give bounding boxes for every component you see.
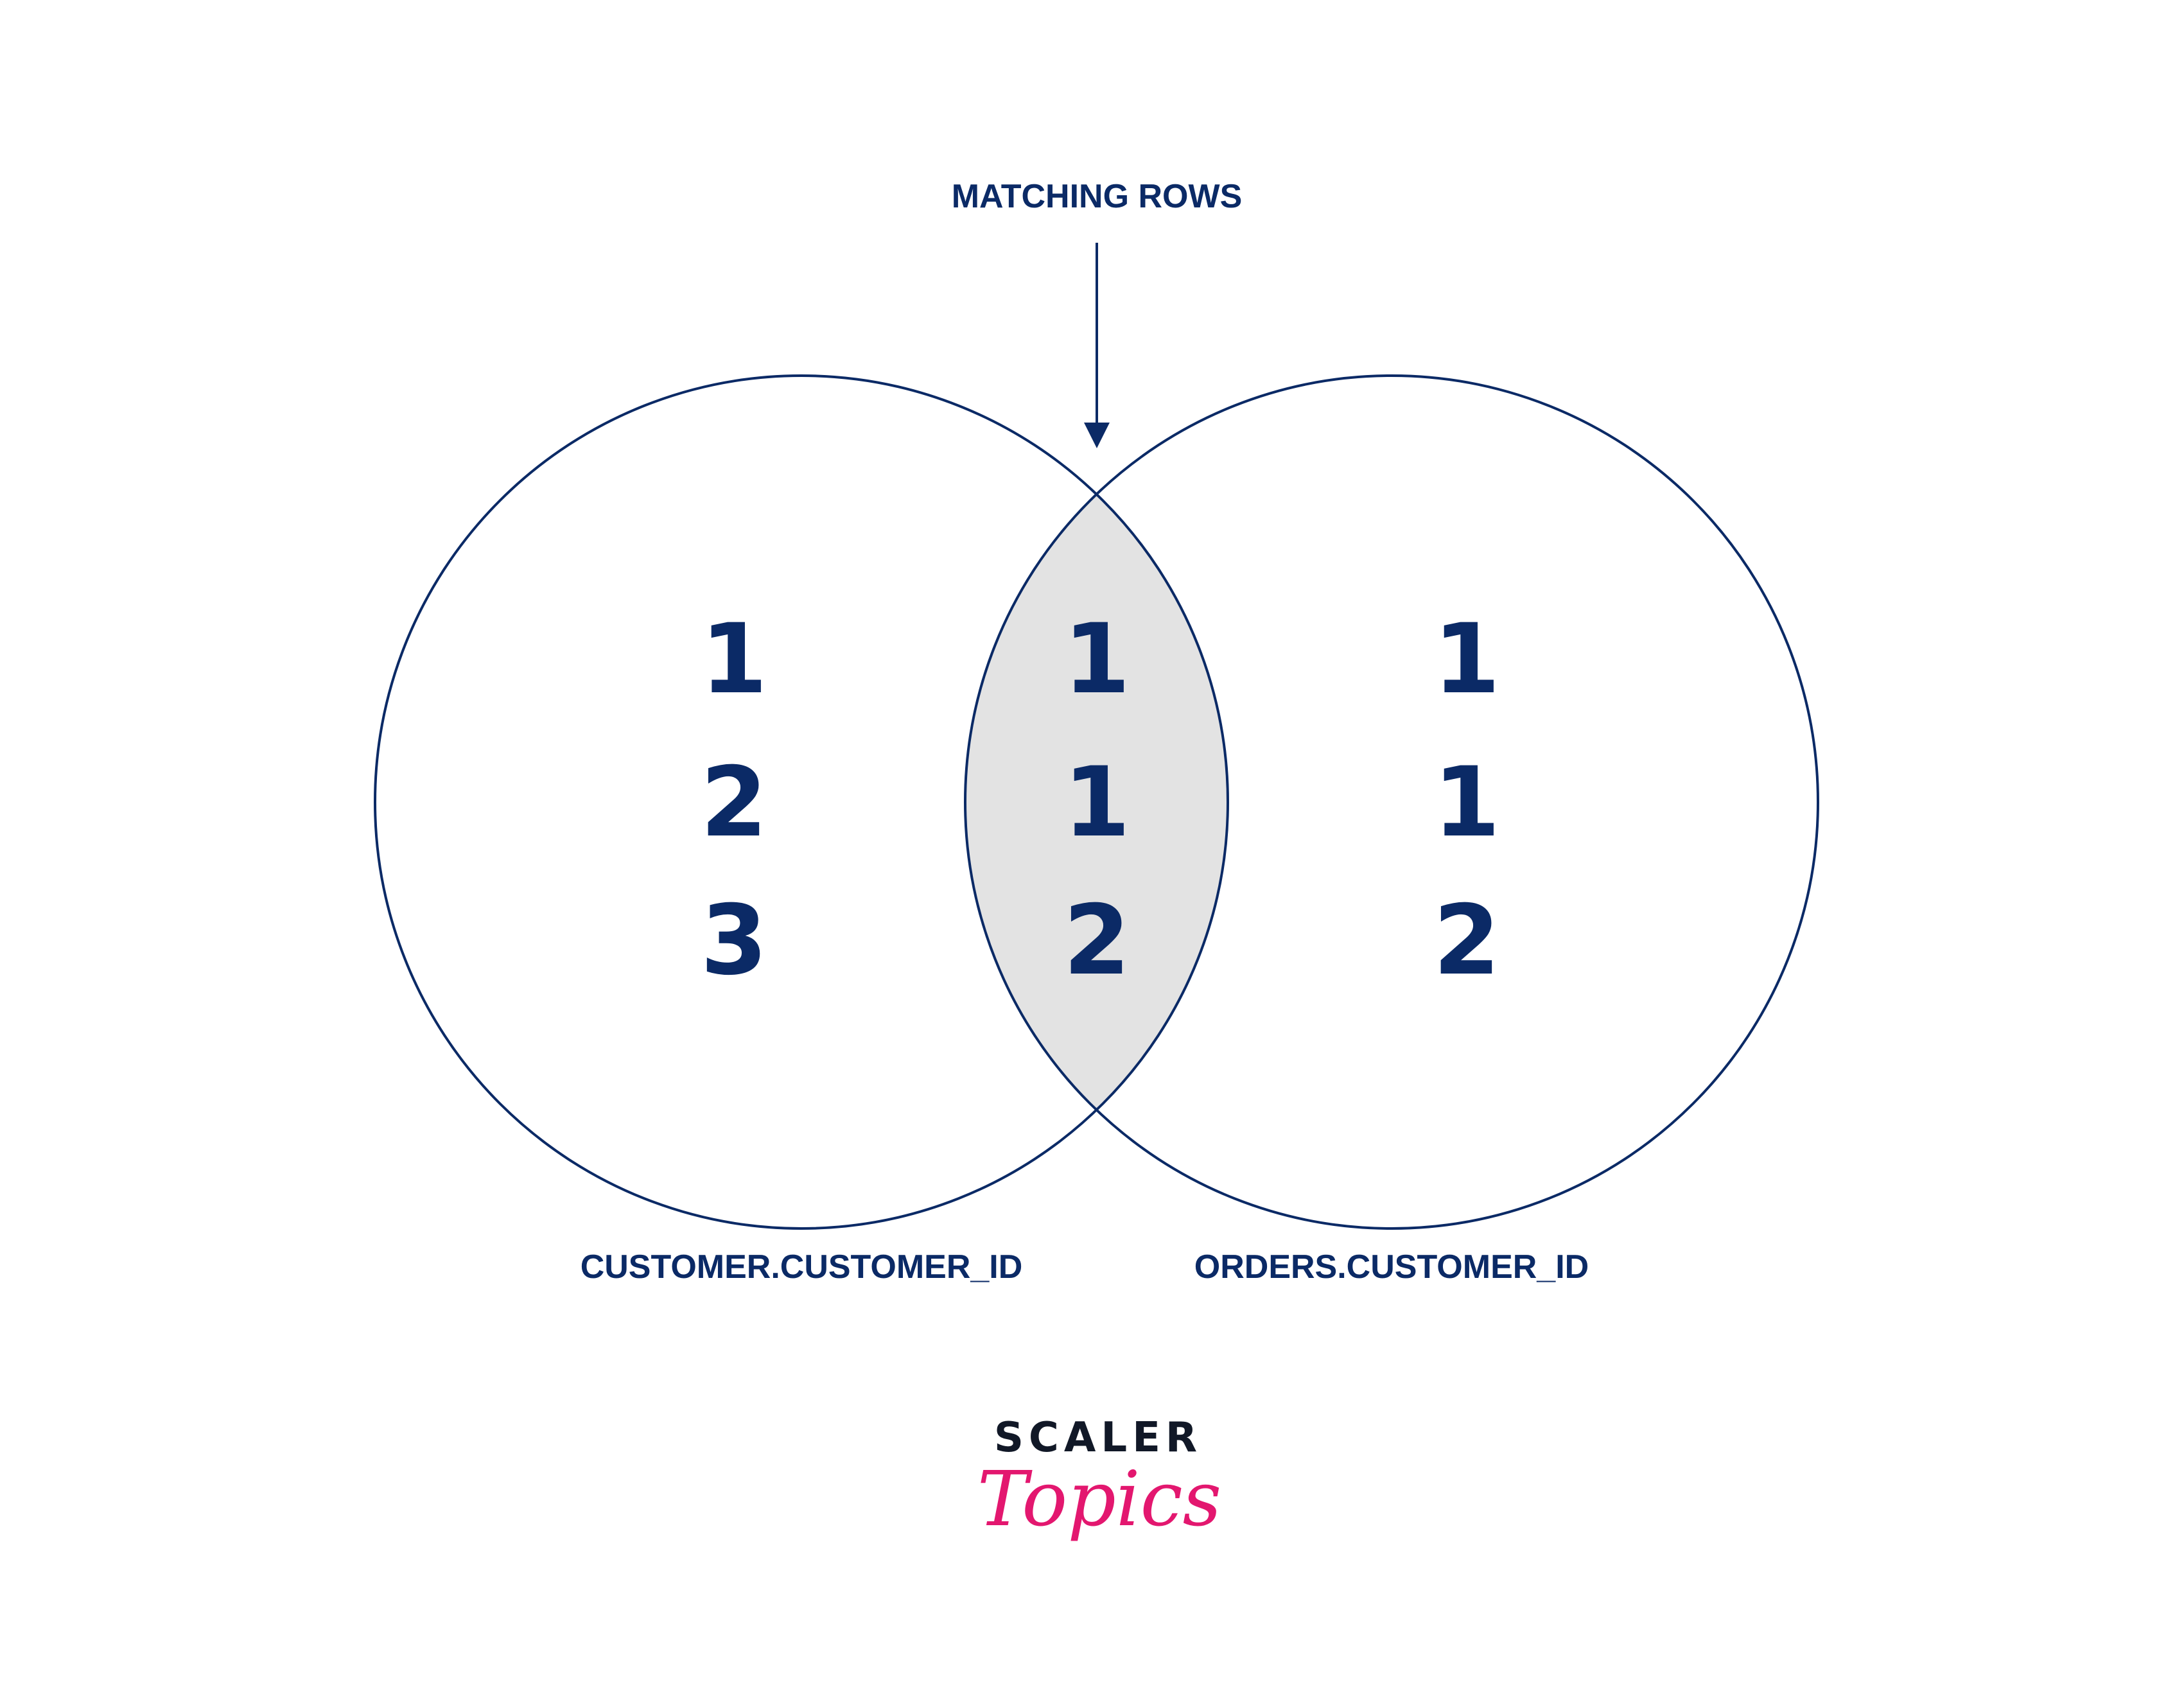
left-circle [374, 374, 1229, 1230]
middle-value-1: 1 [1063, 604, 1130, 715]
matching-rows-label: MATCHING ROWS [952, 178, 1243, 215]
right-value-2: 1 [1433, 747, 1500, 859]
right-value-3: 2 [1433, 885, 1500, 997]
logo-script: Topics [977, 1455, 1222, 1543]
matching-arrow-head [1084, 423, 1110, 448]
middle-value-2: 1 [1063, 747, 1130, 859]
right-set-label: ORDERS.CUSTOMER_ID [1194, 1248, 1589, 1286]
left-value-2: 2 [701, 747, 767, 859]
middle-value-3: 2 [1063, 885, 1130, 997]
logo-wordmark: SCALER [994, 1414, 1202, 1462]
left-value-1: 1 [701, 604, 767, 715]
left-set-label: CUSTOMER.CUSTOMER_ID [581, 1248, 1023, 1286]
scaler-topics-logo: SCALER Topics [977, 1414, 1222, 1543]
right-value-1: 1 [1433, 604, 1500, 715]
right-circle [964, 374, 1819, 1230]
left-value-3: 3 [701, 885, 767, 997]
